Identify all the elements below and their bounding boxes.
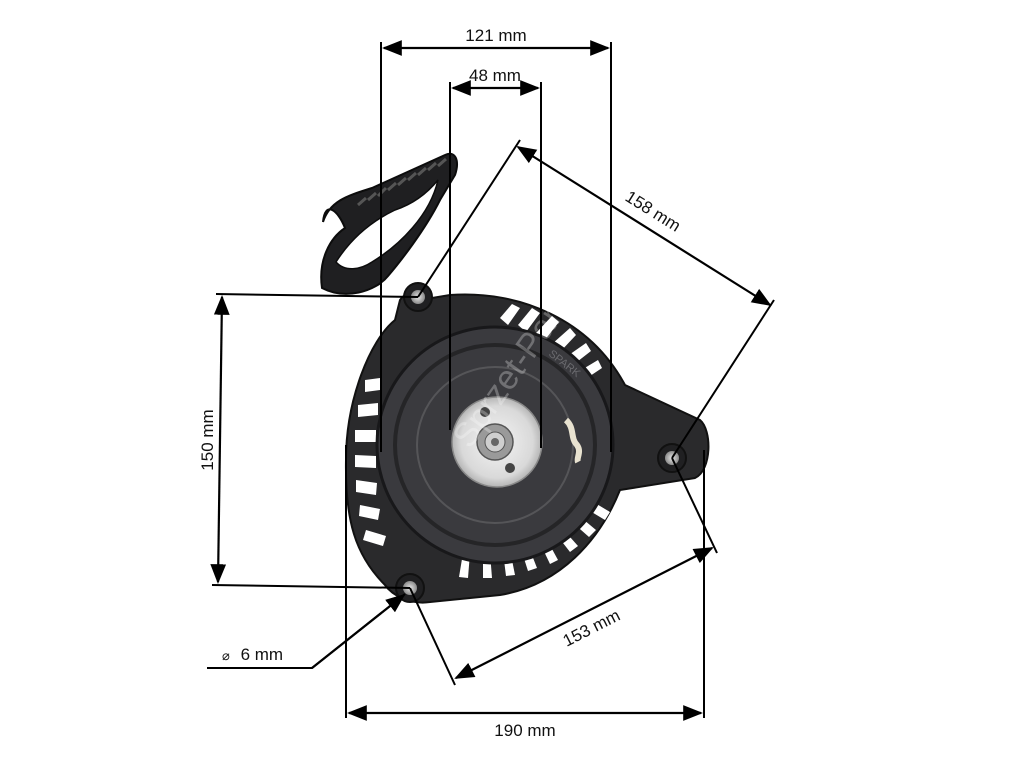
label-width-top: 121 mm — [465, 26, 526, 45]
dim-line-hole — [311, 593, 406, 669]
recoil-starter: SPARK Sprzet-Park — [320, 152, 710, 604]
hole-diameter-value: 6 mm — [241, 645, 284, 664]
dim-line-153 — [454, 547, 714, 679]
label-diagonal-upper: 158 mm — [622, 187, 684, 236]
dimension-lines — [210, 40, 772, 721]
rope-knot — [563, 417, 582, 464]
label-diagonal-lower: 153 mm — [560, 606, 623, 651]
diameter-symbol: ⌀ — [222, 648, 230, 663]
dim-line-150 — [210, 295, 230, 584]
label-height-left: 150 mm — [198, 409, 217, 470]
label-hub-width: 48 mm — [469, 66, 521, 85]
label-hole-diameter: ⌀ 6 mm — [222, 645, 283, 664]
label-width-bottom: 190 mm — [494, 721, 555, 740]
dim-line-158 — [516, 145, 772, 307]
